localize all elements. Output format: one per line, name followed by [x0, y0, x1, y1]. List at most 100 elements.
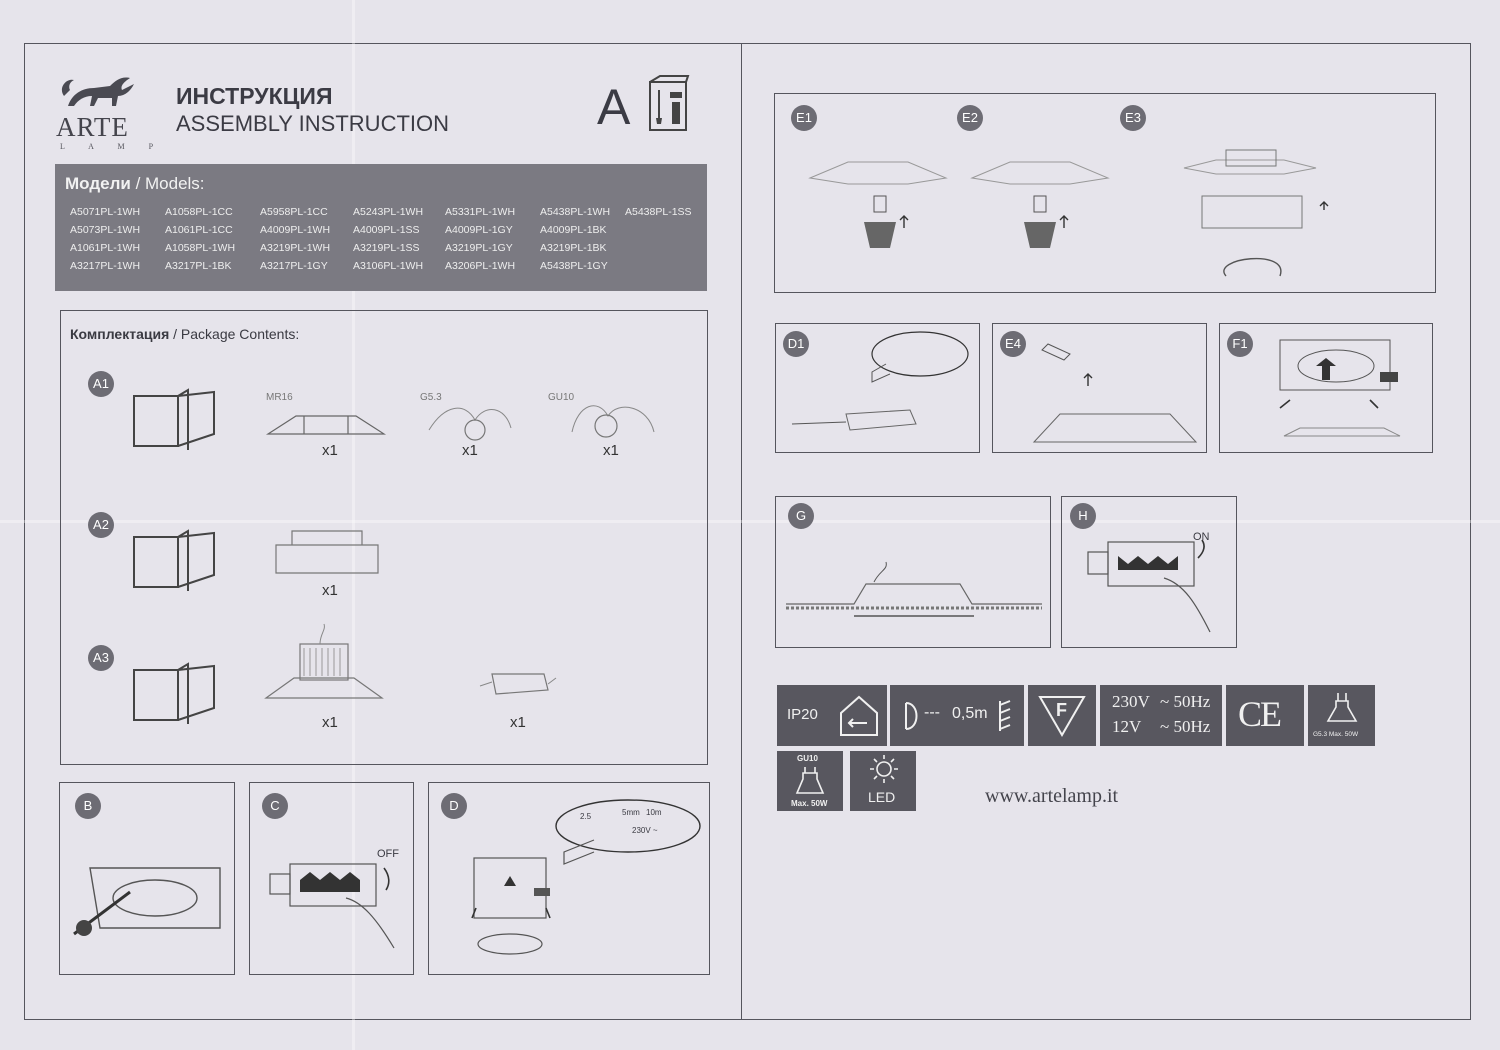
- doc-letter: A: [597, 79, 631, 135]
- qty-frame: x1: [322, 582, 338, 599]
- mr16-frame-icon: [265, 415, 387, 435]
- mounted-fixture-illustration: [786, 561, 1042, 617]
- g53-socket-icon: [428, 407, 512, 441]
- gu10-label: GU10: [797, 754, 818, 763]
- step-badge-f1: F1: [1227, 331, 1253, 357]
- install-lamp-illustration: [970, 161, 1110, 248]
- label-mr16: MR16: [266, 392, 293, 403]
- step-badge-a2: A2: [88, 512, 114, 538]
- f-mark: F: [1056, 700, 1067, 720]
- model-code: A4009PL-1BK: [540, 224, 607, 236]
- model-code: A1058PL-1CC: [165, 206, 233, 218]
- open-box-icon: [133, 529, 215, 591]
- wire-length-label: 10m: [646, 808, 662, 817]
- fold-line: [0, 520, 1500, 523]
- g53-bulb-icon: [1326, 693, 1358, 722]
- model-code: A5331PL-1WH: [445, 206, 516, 218]
- step-badge-g: G: [788, 503, 814, 529]
- brand-name: ARTE: [56, 112, 129, 142]
- label-g53: G5.3: [420, 392, 442, 403]
- step-badge-e2: E2: [957, 105, 983, 131]
- package-heading-ru: Комплектация: [70, 326, 170, 342]
- qty-driver: x1: [510, 714, 526, 731]
- left-page-border: [24, 43, 742, 1020]
- g53-max-note: G5.3 Max. 50W: [1313, 731, 1359, 738]
- switch-off-label: OFF: [377, 848, 399, 860]
- ce-mark: CE: [1238, 694, 1282, 734]
- qty-g53: x1: [462, 442, 478, 459]
- remove-cover-illustration: [73, 867, 221, 936]
- qty-mr16: x1: [322, 442, 338, 459]
- step-panel-g: [775, 496, 1051, 648]
- ce-badge: CE: [1226, 685, 1304, 746]
- freq-230: ~ 50Hz: [1160, 692, 1211, 711]
- info-book-icon: [649, 75, 690, 131]
- gu10-socket-icon: [571, 405, 655, 438]
- led-sun-icon: [870, 755, 898, 783]
- square-frame-icon: [275, 530, 379, 574]
- model-code: A3217PL-1WH: [70, 260, 141, 272]
- model-code: A3206PL-1WH: [445, 260, 516, 272]
- voltage-230: 230V: [1112, 692, 1150, 711]
- qty-gu10: x1: [603, 442, 619, 459]
- package-heading: Комплектация / Package Contents:: [70, 326, 299, 342]
- step-panel-h: [1061, 496, 1237, 648]
- model-code: A5438PL-1WH: [540, 206, 611, 218]
- package-contents-panel: [60, 310, 708, 765]
- page-title-en: ASSEMBLY INSTRUCTION: [176, 111, 450, 136]
- g53-lamp-badge: G5.3 Max. 50W: [1308, 685, 1375, 746]
- step-panel-e4: [992, 323, 1207, 453]
- model-code: A4009PL-1WH: [260, 224, 331, 236]
- fold-line: [352, 0, 355, 1050]
- open-box-icon: [133, 662, 215, 724]
- model-code: A5438PL-1GY: [540, 260, 608, 272]
- qty-led-module: x1: [322, 714, 338, 731]
- min-distance-value: 0,5m: [952, 705, 988, 722]
- insert-fixture-illustration: [1279, 339, 1401, 437]
- step-badge-h: H: [1070, 503, 1096, 529]
- model-code: A5243PL-1WH: [353, 206, 424, 218]
- connect-driver-illustration: [1032, 343, 1198, 443]
- models-panel: Модели / Models: A5071PL-1WH A1058PL-1CC A…: [55, 164, 707, 291]
- griffin-logo-icon: [61, 77, 134, 106]
- switch-on-illustration: [1087, 539, 1211, 633]
- step-panel-f1: [1219, 323, 1433, 453]
- model-code: A5438PL-1SS: [625, 206, 692, 218]
- led-module-icon: [264, 623, 384, 699]
- model-code: A3219PL-1SS: [353, 242, 420, 254]
- gu10-lamp-badge: GU10 Max. 50W: [777, 751, 843, 811]
- driver-icon: [479, 673, 557, 695]
- step-badge-e4: E4: [1000, 331, 1026, 357]
- voltage-badge: 230V ~ 50Hz 12V ~ 50Hz: [1100, 685, 1222, 746]
- website-link[interactable]: www.artelamp.it: [985, 785, 1119, 807]
- models-heading-ru: Модели: [65, 174, 131, 193]
- label-gu10: GU10: [548, 392, 575, 403]
- page-title-ru: ИНСТРУКЦИЯ: [176, 83, 333, 109]
- step-panel-d1: [775, 323, 980, 453]
- model-code: A5071PL-1WH: [70, 206, 141, 218]
- model-code: A3219PL-1BK: [540, 242, 607, 254]
- ip-rating: IP20: [787, 706, 818, 723]
- model-code: A4009PL-1SS: [353, 224, 420, 236]
- freq-12: ~ 50Hz: [1160, 717, 1211, 736]
- led-label: LED: [868, 789, 896, 805]
- min-distance-badge: --- 0,5m: [890, 685, 1024, 746]
- wire-voltage-label: 230V ~: [632, 826, 658, 835]
- model-code: A3219PL-1WH: [260, 242, 331, 254]
- step-badge-e1: E1: [791, 105, 817, 131]
- led-badge: LED: [850, 751, 916, 811]
- switch-off-illustration: [269, 863, 395, 949]
- step-panel-c: [249, 782, 414, 975]
- models-heading: Модели / Models:: [65, 174, 205, 194]
- step-badge-d: D: [441, 793, 467, 819]
- step-badge-a3: A3: [88, 645, 114, 671]
- step-badge-b: B: [75, 793, 101, 819]
- gu10-max-note: Max. 50W: [791, 799, 828, 808]
- model-code: A1058PL-1WH: [165, 242, 236, 254]
- wire-strip-label: 5mm: [622, 808, 640, 817]
- brand-subtitle: L A M P: [60, 142, 165, 151]
- model-code: A5073PL-1WH: [70, 224, 141, 236]
- step-badge-d1: D1: [783, 331, 809, 357]
- wiring-diagram-illustration: [471, 799, 701, 955]
- step-badge-e3: E3: [1120, 105, 1146, 131]
